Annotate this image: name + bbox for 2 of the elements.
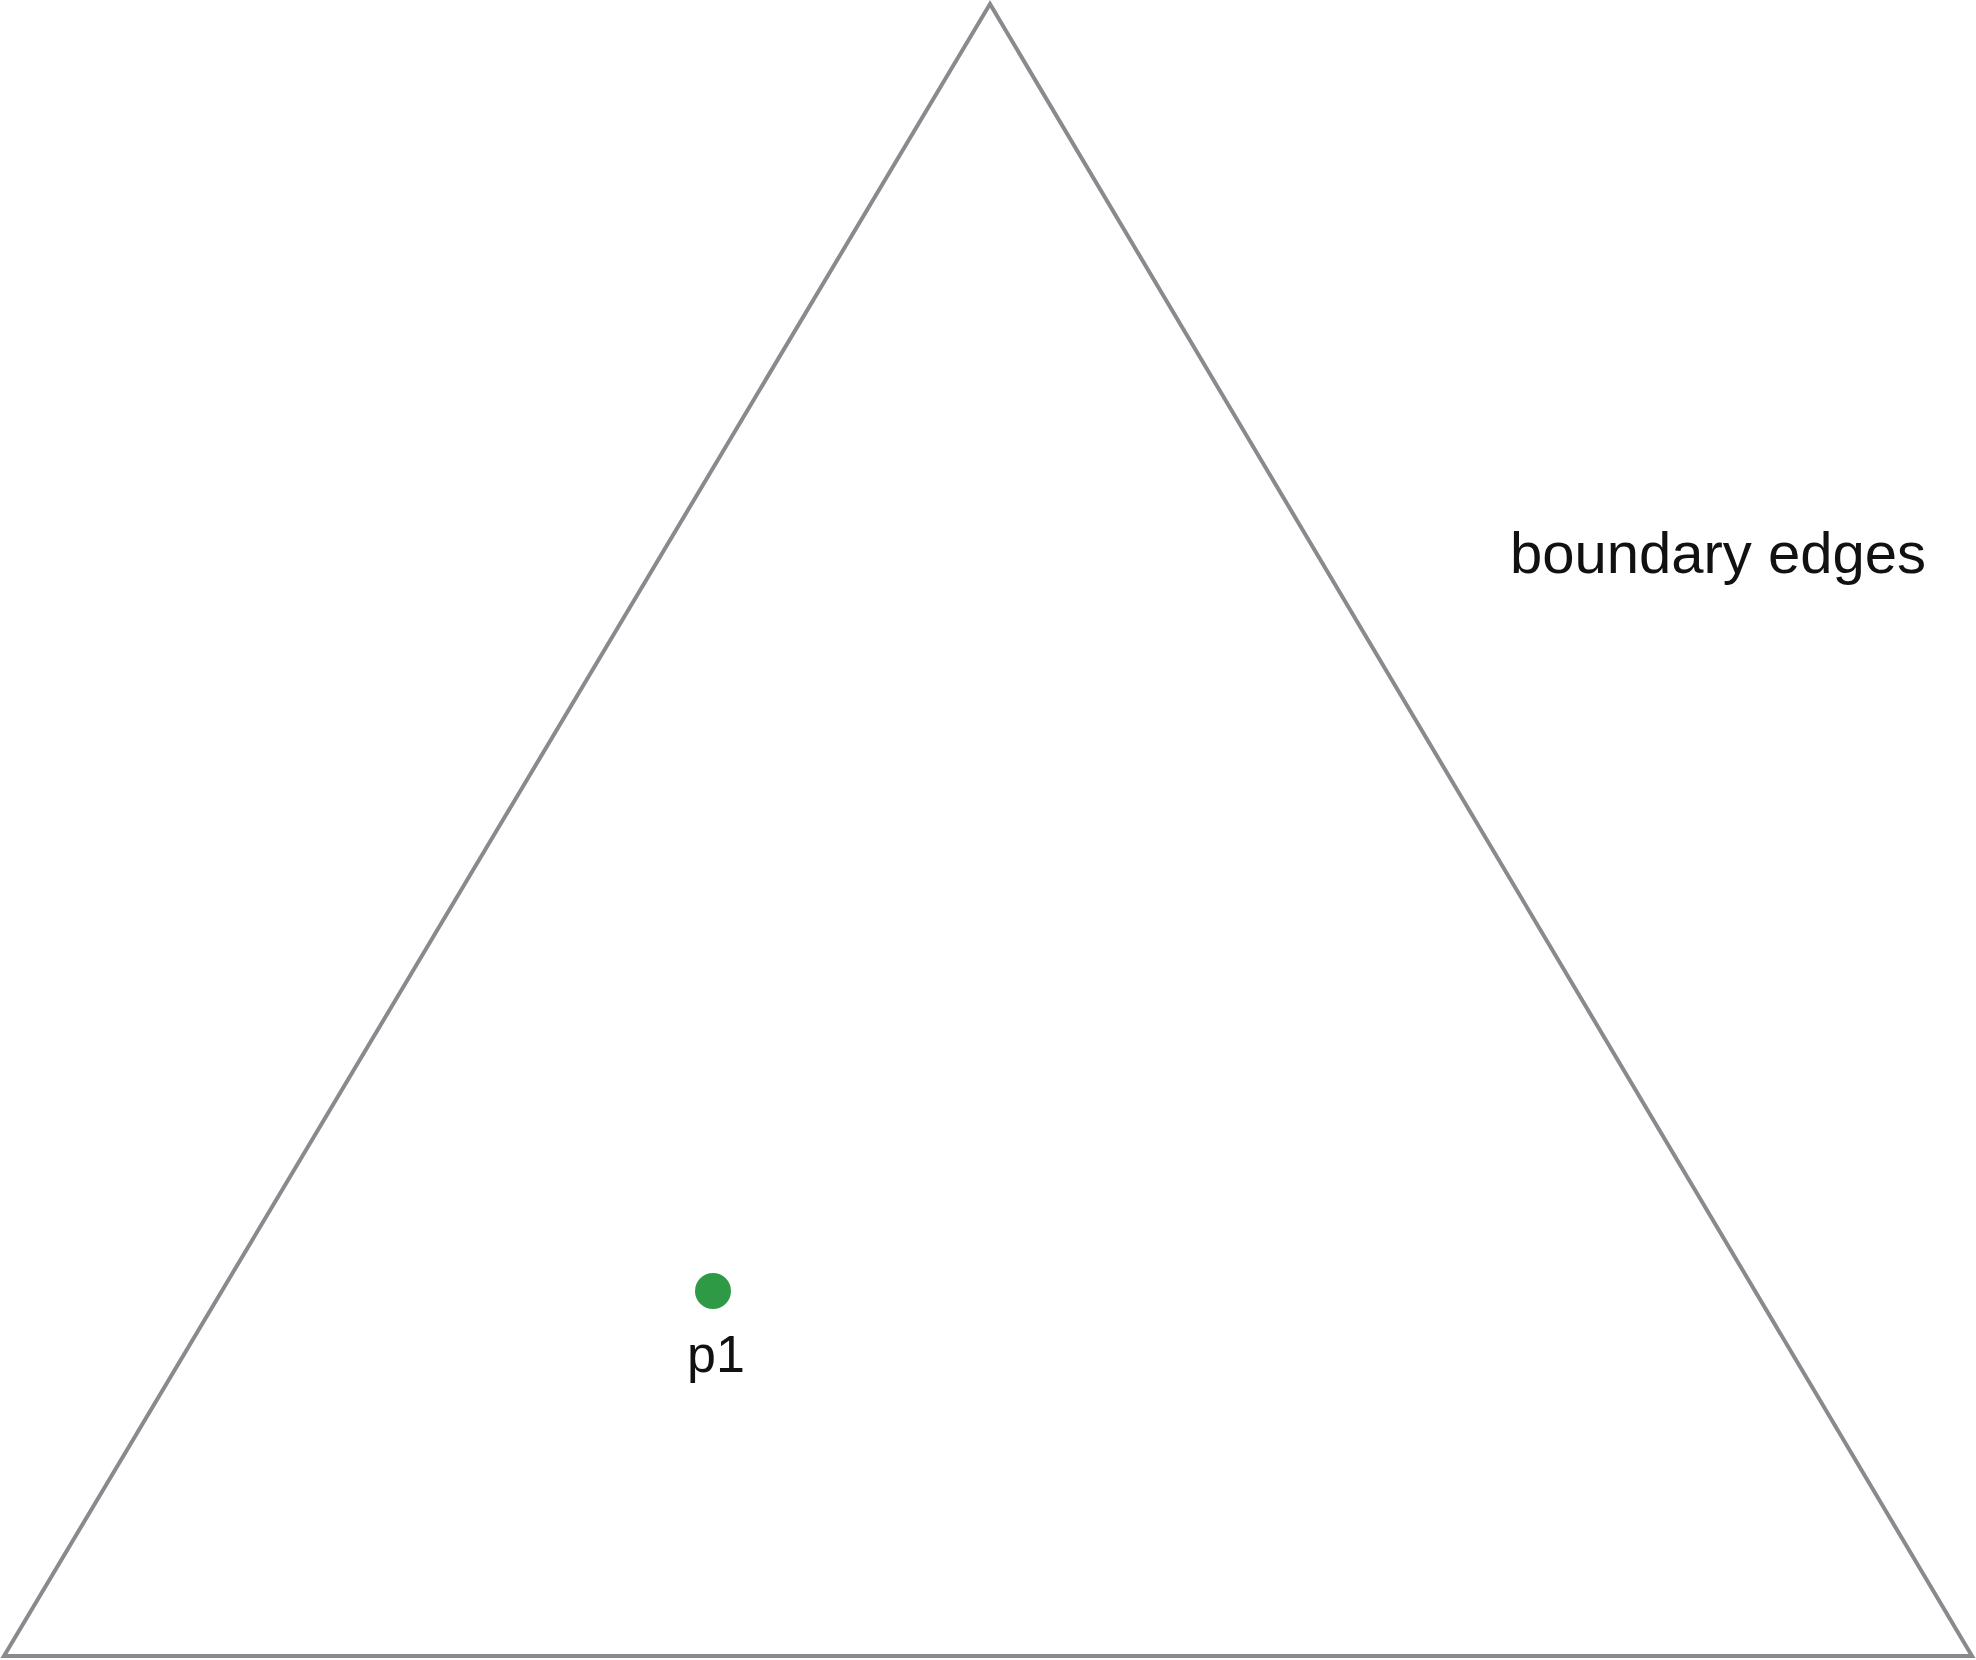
point-label: p1 — [687, 1326, 745, 1382]
annotation-text: boundary edges — [1510, 520, 1926, 586]
